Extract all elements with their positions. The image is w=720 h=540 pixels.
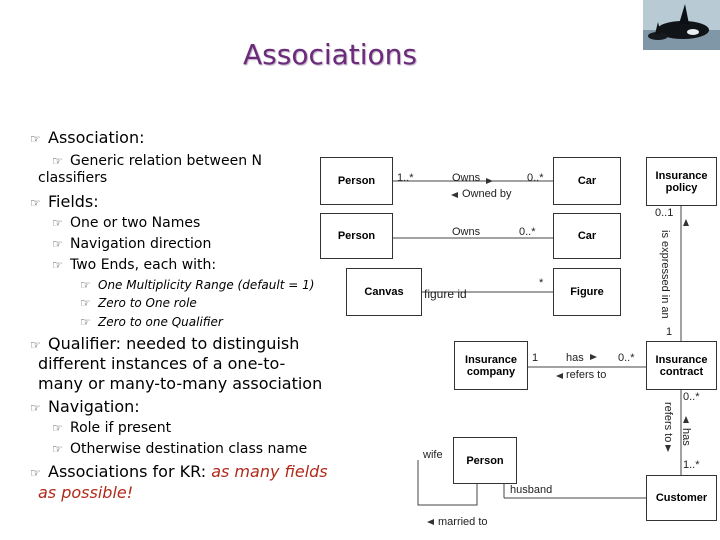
arrow-up-icon [683, 416, 689, 423]
bullet-text: Navigation direction [70, 236, 212, 252]
pointer-bullet-icon: ☞ [52, 237, 63, 251]
pointer-bullet-icon: ☞ [30, 338, 41, 352]
qualifier-label: figure id [424, 287, 467, 301]
bullet-text: One or two Names [70, 215, 201, 231]
class-name-line: Insurance [465, 353, 517, 366]
class-person-3: Person [453, 437, 517, 484]
class-figure: Figure [553, 268, 621, 316]
pointer-bullet-icon: ☞ [52, 421, 63, 435]
pointer-bullet-icon: ☞ [30, 401, 41, 415]
arrow-right-icon [590, 354, 597, 360]
pointer-bullet-icon: ☞ [52, 442, 63, 456]
page-title: Associations [242, 38, 417, 71]
association-name-label: is expressed in an [659, 230, 671, 319]
bullet-text: Association: [48, 128, 145, 147]
class-name-line: policy [665, 181, 698, 194]
association-name-label: Owns [452, 226, 481, 238]
bullet-text: Navigation: [48, 397, 140, 416]
multiplicity-label: 1..* [683, 459, 700, 471]
bullet-text: Otherwise destination class name [70, 441, 308, 457]
class-customer: Customer [646, 475, 717, 521]
sub-names: ☞ One or two Names [52, 215, 200, 231]
multiplicity-label: * [539, 277, 544, 289]
arrow-down-icon [665, 445, 671, 452]
sub-generic-relation: ☞ Generic relation between N [52, 153, 262, 169]
bullet-navigation: ☞ Navigation: [30, 397, 140, 416]
class-canvas: Canvas [346, 268, 422, 316]
pointer-bullet-icon: ☞ [52, 258, 63, 272]
bullet-text: Generic relation between N [70, 153, 263, 169]
pointer-bullet-icon: ☞ [80, 315, 91, 329]
sub-two-ends: ☞ Two Ends, each with: [52, 257, 216, 273]
subsub-qualifier: ☞ Zero to one Qualifier [80, 315, 223, 329]
bullet-kr: ☞ Associations for KR: as many fields [30, 462, 328, 481]
class-person-2: Person [320, 213, 393, 259]
class-name-line: Insurance [655, 169, 708, 182]
class-insurance-policy: Insurance policy [646, 157, 717, 206]
sub-navigation-direction: ☞ Navigation direction [52, 236, 211, 252]
bullet-qualifier-cont1: different instances of a one-to- [38, 354, 286, 373]
pointer-bullet-icon: ☞ [52, 154, 63, 168]
arrow-up-icon [683, 219, 689, 226]
bullet-association: ☞ Association: [30, 128, 145, 147]
multiplicity-label: 0..* [527, 172, 544, 184]
multiplicity-label: 1..* [397, 172, 414, 184]
bullet-fields: ☞ Fields: [30, 192, 99, 211]
pointer-bullet-icon: ☞ [30, 132, 41, 146]
pointer-bullet-icon: ☞ [52, 216, 63, 230]
bullet-text: Zero to one Qualifier [98, 315, 223, 329]
class-insurance-company: Insurance company [454, 341, 528, 390]
association-name-label: Owns [452, 172, 481, 184]
bullet-text: Fields: [48, 192, 99, 211]
class-insurance-contract: Insurance contract [646, 341, 717, 390]
arrow-right-icon [486, 178, 493, 184]
multiplicity-label: 0..* [683, 391, 700, 403]
sub-otherwise: ☞ Otherwise destination class name [52, 441, 307, 457]
bullet-text: One Multiplicity Range (default = 1) [98, 278, 315, 292]
arrow-left-icon [427, 519, 434, 525]
class-name-line: contract [659, 365, 704, 378]
role-label: wife [423, 449, 443, 461]
pointer-bullet-icon: ☞ [30, 466, 41, 480]
class-name-line: company [466, 365, 516, 378]
pointer-bullet-icon: ☞ [30, 196, 41, 210]
association-name-label: refers to [662, 402, 674, 443]
bullet-emphasis: as many fields [211, 462, 328, 481]
multiplicity-label: 1 [666, 326, 673, 338]
bullet-qualifier-cont2: many or many-to-many association [38, 374, 323, 393]
class-car-2: Car [553, 213, 621, 259]
arrow-left-icon [556, 373, 563, 379]
arrow-left-icon [451, 192, 458, 198]
class-person-1: Person [320, 157, 393, 205]
multiplicity-label: 1 [532, 352, 539, 364]
bullet-text: Zero to One role [98, 296, 197, 310]
bullet-kr-cont: as possible! [38, 483, 134, 502]
orca-image [643, 0, 720, 50]
multiplicity-label: 0..* [618, 352, 635, 364]
subsub-role: ☞ Zero to One role [80, 296, 197, 310]
subsub-multiplicity: ☞ One Multiplicity Range (default = 1) [80, 278, 314, 292]
bullet-text: Role if present [70, 420, 172, 436]
sub-role-present: ☞ Role if present [52, 420, 171, 436]
bullet-qualifier: ☞ Qualifier: needed to distinguish [30, 334, 299, 353]
bullet-text: Qualifier: needed to distinguish [48, 334, 300, 353]
class-name-line: Insurance [655, 353, 708, 366]
orca-photo [643, 0, 720, 50]
pointer-bullet-icon: ☞ [80, 296, 91, 310]
multiplicity-label: 0..1 [655, 207, 674, 219]
association-name-label: has [566, 352, 584, 364]
sub-generic-relation-cont: classifiers [38, 170, 108, 186]
pointer-bullet-icon: ☞ [80, 278, 91, 292]
bullet-text: Two Ends, each with: [70, 257, 217, 273]
bullet-text: Associations for KR: [48, 462, 212, 481]
multiplicity-label: 0..* [519, 226, 536, 238]
association-name-label: married to [438, 516, 488, 528]
association-name-label: has [680, 428, 692, 446]
reflexive-line [417, 460, 478, 506]
association-name-label: Owned by [462, 188, 512, 200]
association-name-label: refers to [566, 369, 607, 381]
role-label: husband [510, 484, 553, 496]
class-car-1: Car [553, 157, 621, 205]
